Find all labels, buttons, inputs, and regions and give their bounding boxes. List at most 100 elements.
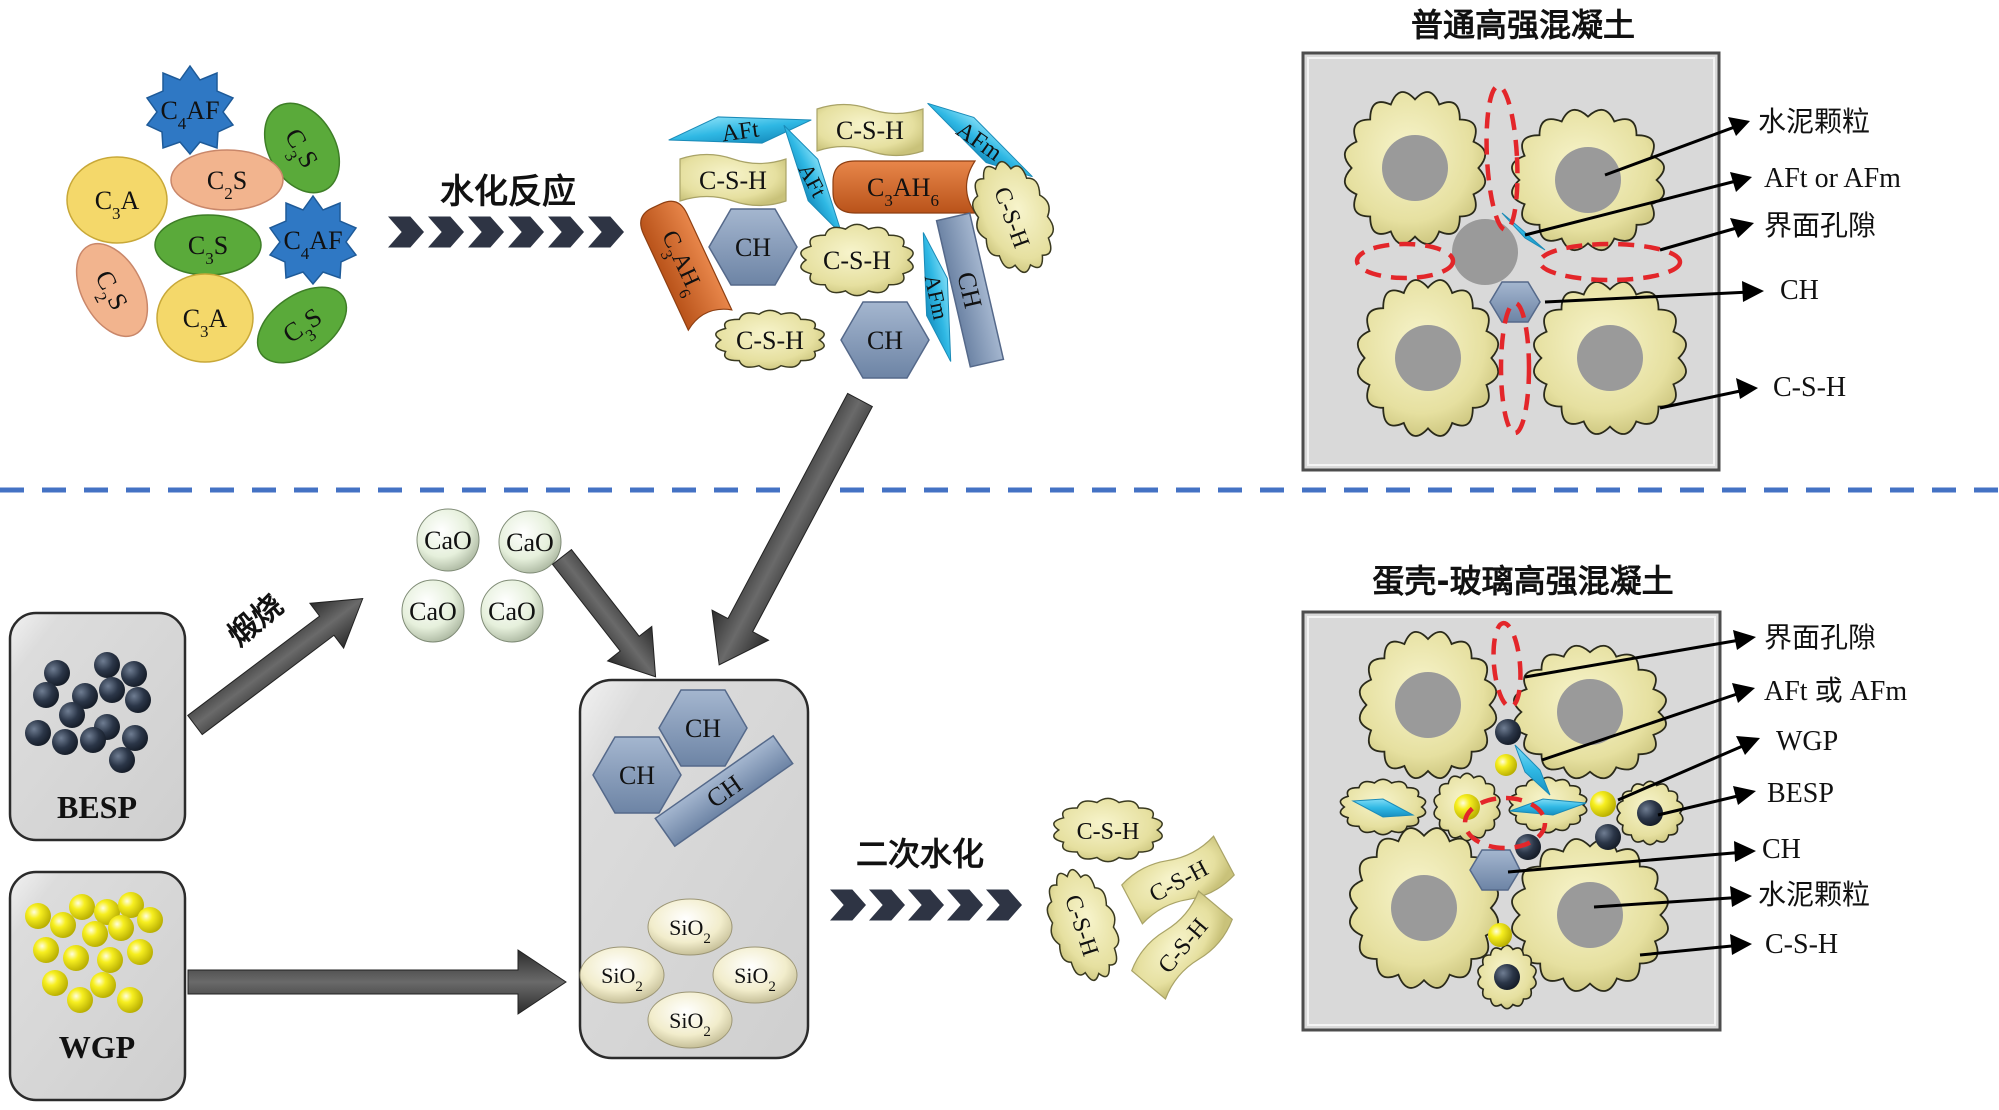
product-c3ah6-tab: C3AH6: [640, 200, 733, 332]
besp-particle: [33, 682, 59, 708]
hydration-reaction-label: 水化反应: [440, 172, 576, 212]
svg-text:CaO: CaO: [409, 597, 457, 626]
product-ch-rod: CH: [935, 212, 1005, 368]
svg-text:CaO: CaO: [488, 597, 536, 626]
wgp-particle: [118, 892, 144, 918]
wgp-particle: [25, 903, 51, 929]
wgp-particle: [42, 970, 68, 996]
svg-text:SiO2: SiO2: [669, 1008, 711, 1040]
svg-text:AFm: AFm: [920, 272, 954, 321]
cement-particle: [1511, 109, 1665, 251]
csh-cloud: C-S-H: [1046, 868, 1120, 982]
secondary-products: C-S-H C-S-H C-S-H C-S-H: [1046, 797, 1235, 1000]
svg-text:CH: CH: [867, 326, 903, 355]
small-csh-shell: [1477, 944, 1537, 1010]
eggshell-glass-hsc-legend: 界面孔隙 AFt 或 AFm WGP BESP CH 水泥颗粒 C-S-H: [1758, 621, 1907, 960]
leader-lines: [1507, 638, 1746, 957]
cement-particle: [1358, 631, 1498, 779]
mineral-c3s-ellipse: C3S: [256, 286, 348, 364]
small-csh-shell: [1339, 778, 1427, 836]
legend-aft-afm: AFt 或 AFm: [1764, 675, 1907, 707]
chevron-segment: [588, 216, 624, 248]
wgp-particle: [63, 945, 89, 971]
clinker-cluster: C4AF C3S C3A C2S C3S C4AF C2S C3A: [66, 64, 358, 364]
sio2-particle: SiO2: [579, 946, 665, 1004]
mineral-c2s-ellipse: C2S: [75, 242, 149, 338]
chevron-arrow-icon: [830, 889, 1022, 921]
ch-hexagon: CH: [592, 736, 682, 814]
besp-particle: [1515, 834, 1541, 860]
svg-text:CaO: CaO: [506, 528, 554, 557]
chevron-arrow-icon: [388, 216, 624, 248]
besp-particle: [109, 747, 135, 773]
secondary-hydration-label: 二次水化: [856, 835, 984, 873]
legend-besp: BESP: [1767, 778, 1834, 809]
cement-particle: [1533, 281, 1687, 435]
eggshell-glass-hsc-panel: [1301, 610, 1760, 1032]
legend-interfacial-pore: 界面孔隙: [1764, 621, 1876, 654]
ordinary-hsc-title: 普通高强混凝土: [1411, 6, 1635, 44]
wgp-particle: [137, 907, 163, 933]
mineral-c3a-ellipse: C3A: [66, 156, 168, 244]
ch-rod: CH: [654, 734, 794, 848]
cao-to-box-arrow-icon: [551, 548, 657, 678]
chevron-segment: [508, 216, 544, 248]
svg-text:C3AH6: C3AH6: [867, 173, 939, 210]
besp-particle: [94, 652, 120, 678]
svg-text:SiO2: SiO2: [601, 963, 643, 995]
svg-text:CH: CH: [619, 761, 655, 790]
calcination-arrow-icon: [187, 598, 364, 736]
wgp-particle: [117, 987, 143, 1013]
csh-cloud: C-S-H: [1053, 797, 1163, 863]
interfacial-pore-outlines: [1354, 83, 1683, 436]
arrowheads: [1730, 630, 1760, 955]
svg-text:CH: CH: [735, 233, 771, 262]
svg-text:C-S-H: C-S-H: [736, 326, 804, 355]
ch-crystal: [1489, 281, 1541, 323]
wgp-particle: [33, 937, 59, 963]
besp-box: BESP: [8, 611, 187, 842]
besp-particle: [1495, 719, 1521, 745]
wgp-label: WGP: [59, 1029, 135, 1065]
cement-particle: [1511, 838, 1669, 992]
svg-text:SiO2: SiO2: [669, 915, 711, 947]
svg-text:AFt: AFt: [720, 116, 761, 147]
cao-particle: CaO: [416, 508, 480, 572]
cao-particle: CaO: [498, 510, 562, 574]
chevron-segment: [468, 216, 504, 248]
chevron-segment: [388, 216, 424, 248]
cement-particle: [1349, 827, 1499, 989]
legend-wgp: WGP: [1776, 726, 1838, 757]
svg-text:CaO: CaO: [424, 526, 472, 555]
wgp-particle: [82, 921, 108, 947]
wgp-particle: [97, 947, 123, 973]
wgp-particle: [1495, 754, 1517, 776]
besp-particle: [121, 661, 147, 687]
chevron-segment: [986, 889, 1022, 921]
besp-particle: [122, 725, 148, 751]
mineral-c3a-ellipse: C3A: [156, 273, 254, 363]
legend-csh: C-S-H: [1773, 372, 1846, 403]
legend-ch: CH: [1762, 834, 1801, 865]
wgp-to-box-arrow-icon: [187, 949, 567, 1015]
svg-text:SiO2: SiO2: [734, 963, 776, 995]
chevron-segment: [908, 889, 944, 921]
chevron-segment: [428, 216, 464, 248]
chevron-segment: [947, 889, 983, 921]
product-csh-cloud: C-S-H: [715, 309, 825, 371]
hydration-products: AFt C-S-H AFm C-S-H AFt C3AH6 C-S-H C3A: [640, 102, 1055, 379]
cement-particle: [1357, 279, 1499, 437]
besp-particle: [25, 720, 51, 746]
product-aft-diamond: AFt: [668, 116, 812, 147]
calcination-label: 煅烧: [222, 588, 290, 653]
wgp-particle: [1590, 791, 1616, 817]
wgp-particle: [50, 912, 76, 938]
wgp-particle: [90, 972, 116, 998]
legend-csh: C-S-H: [1765, 929, 1838, 960]
sio2-particle: SiO2: [647, 991, 733, 1049]
besp-particle: [125, 687, 151, 713]
svg-text:C-S-H: C-S-H: [836, 116, 904, 145]
mineral-c2s-ellipse: C2S: [170, 149, 284, 211]
svg-text:C4AF: C4AF: [160, 96, 219, 133]
small-csh-shell: [1616, 780, 1684, 846]
